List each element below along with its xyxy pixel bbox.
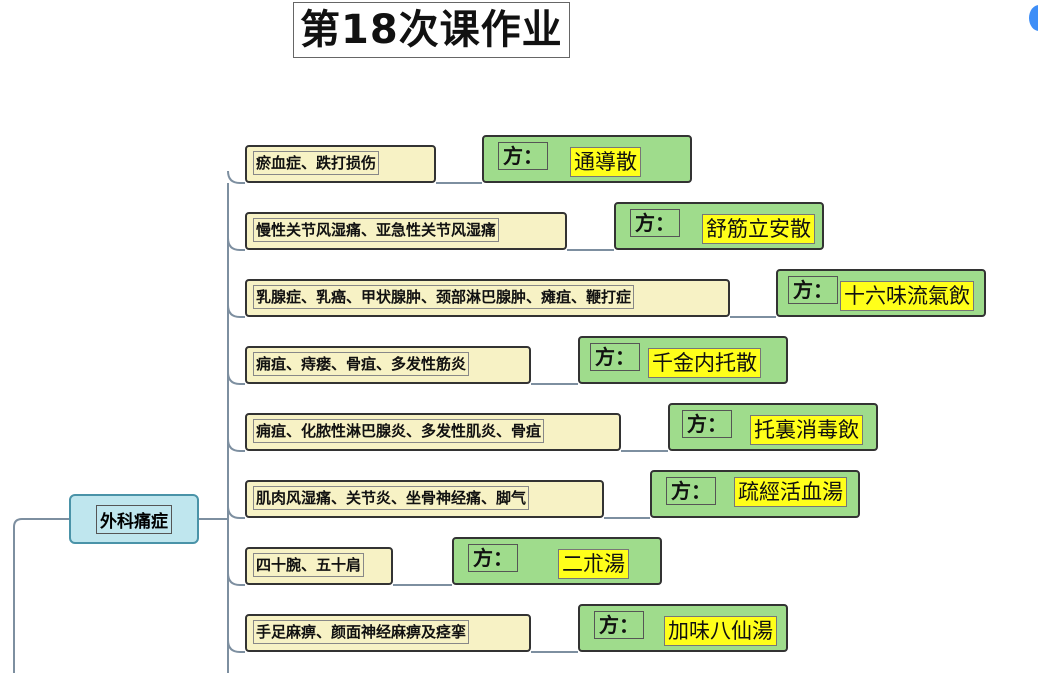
condition-label: 乳腺症、乳癌、甲状腺肿、颈部淋巴腺肿、瘫疽、鞭打症 (253, 285, 635, 309)
formula-topic[interactable]: 方： 托裏消毒飲 (668, 403, 878, 451)
formula-topic[interactable]: 方： 舒筋立安散 (614, 202, 824, 250)
formula-name: 通導散 (570, 147, 641, 177)
rx-label: 方： (468, 544, 518, 572)
help-badge-icon[interactable] (1029, 5, 1038, 31)
formula-name: 加味八仙湯 (664, 616, 777, 646)
condition-label: 四十腕、五十肩 (253, 553, 365, 577)
condition-label: 慢性关节风湿痛、亚急性关节风湿痛 (253, 218, 500, 242)
formula-name: 舒筋立安散 (702, 214, 815, 244)
root-topic[interactable]: 外科痛症 (69, 494, 199, 544)
condition-topic[interactable]: 四十腕、五十肩 (245, 547, 393, 585)
branch-connector (227, 371, 245, 385)
branch-connector (227, 438, 245, 452)
condition-topic[interactable]: 肌肉风湿痛、关节炎、坐骨神经痛、脚气 (245, 480, 604, 518)
formula-topic[interactable]: 方： 通導散 (482, 135, 692, 183)
condition-topic[interactable]: 瘀血症、跌打损伤 (245, 145, 436, 183)
rx-label: 方： (788, 276, 838, 304)
rx-label: 方： (666, 477, 716, 505)
condition-topic[interactable]: 乳腺症、乳癌、甲状腺肿、颈部淋巴腺肿、瘫疽、鞭打症 (245, 279, 730, 317)
rx-label: 方： (630, 209, 680, 237)
formula-topic[interactable]: 方： 十六味流氣飲 (776, 269, 986, 317)
formula-topic[interactable]: 方： 千金内托散 (578, 336, 788, 384)
formula-name: 千金内托散 (648, 348, 761, 378)
branch-connector (227, 639, 245, 653)
formula-name: 十六味流氣飲 (840, 281, 974, 311)
branch-connector (227, 170, 245, 184)
formula-name: 二朮湯 (558, 549, 629, 579)
condition-label: 肌肉风湿痛、关节炎、坐骨神经痛、脚气 (253, 486, 530, 510)
condition-label: 瘀血症、跌打损伤 (253, 151, 380, 175)
rx-label: 方： (498, 142, 548, 170)
condition-topic[interactable]: 慢性关节风湿痛、亚急性关节风湿痛 (245, 212, 567, 250)
rx-label: 方： (594, 611, 644, 639)
formula-topic[interactable]: 方： 疏經活血湯 (650, 470, 860, 518)
branch-connector (227, 237, 245, 251)
branch-connector (227, 304, 245, 318)
formula-name: 疏經活血湯 (734, 477, 847, 507)
branch-connector (227, 505, 245, 519)
condition-label: 痈疽、痔瘘、骨疽、多发性筋炎 (253, 352, 470, 376)
page-title: 第18次课作业 (293, 2, 570, 58)
formula-topic[interactable]: 方： 加味八仙湯 (578, 604, 788, 652)
rx-label: 方： (590, 343, 640, 371)
rx-label: 方： (682, 410, 732, 438)
condition-label: 痈疽、化脓性淋巴腺炎、多发性肌炎、骨疽 (253, 419, 545, 443)
condition-topic[interactable]: 痈疽、痔瘘、骨疽、多发性筋炎 (245, 346, 531, 384)
condition-topic[interactable]: 痈疽、化脓性淋巴腺炎、多发性肌炎、骨疽 (245, 413, 621, 451)
formula-topic[interactable]: 方： 二朮湯 (452, 537, 662, 585)
root-topic-label: 外科痛症 (96, 504, 172, 534)
condition-label: 手足麻痹、颜面神经麻痹及痉挛 (253, 620, 470, 644)
branch-connector (227, 572, 245, 586)
formula-name: 托裏消毒飲 (750, 415, 863, 445)
root-left-line (13, 518, 69, 673)
condition-topic[interactable]: 手足麻痹、颜面神经麻痹及痉挛 (245, 614, 531, 652)
